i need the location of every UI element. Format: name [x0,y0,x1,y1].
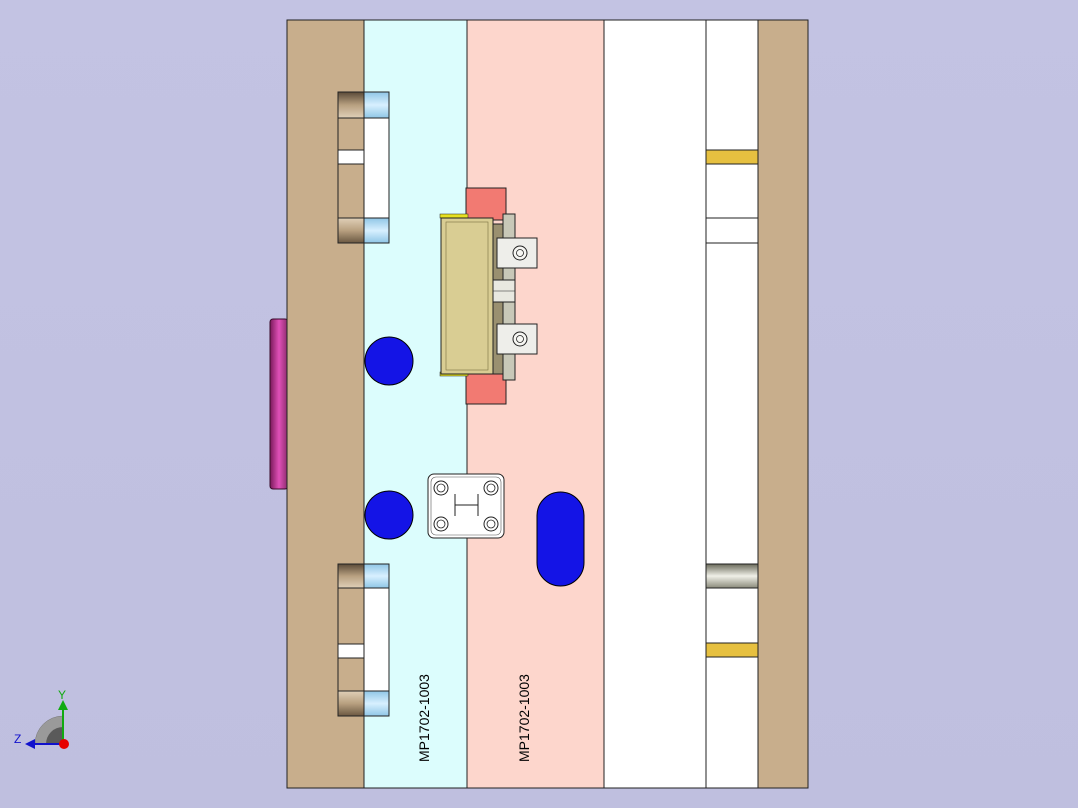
cooling-port[interactable] [364,490,414,540]
axis-z-label: Z [14,732,21,746]
locating-ring[interactable] [269,318,289,490]
triad-origin-icon [59,739,69,749]
guide-pillar-top[interactable] [337,91,390,244]
cavity-plate-label: MP1702-1003 [416,674,432,762]
cooling-slot[interactable] [536,491,585,587]
core-plate-label: MP1702-1003 [516,674,532,762]
support-plate[interactable] [603,19,707,789]
slide-assembly[interactable] [439,187,538,405]
axis-y-label: Y [58,688,66,702]
interlock-block[interactable] [427,473,505,539]
cooling-port[interactable] [364,336,414,386]
return-pin-top[interactable] [705,149,759,244]
coordinate-triad: Y Z [14,688,69,749]
return-pin-bottom[interactable] [705,563,759,658]
ejector-plate[interactable] [705,19,759,789]
bottom-clamp-plate[interactable] [757,19,809,789]
guide-pillar-bottom[interactable] [337,563,390,717]
